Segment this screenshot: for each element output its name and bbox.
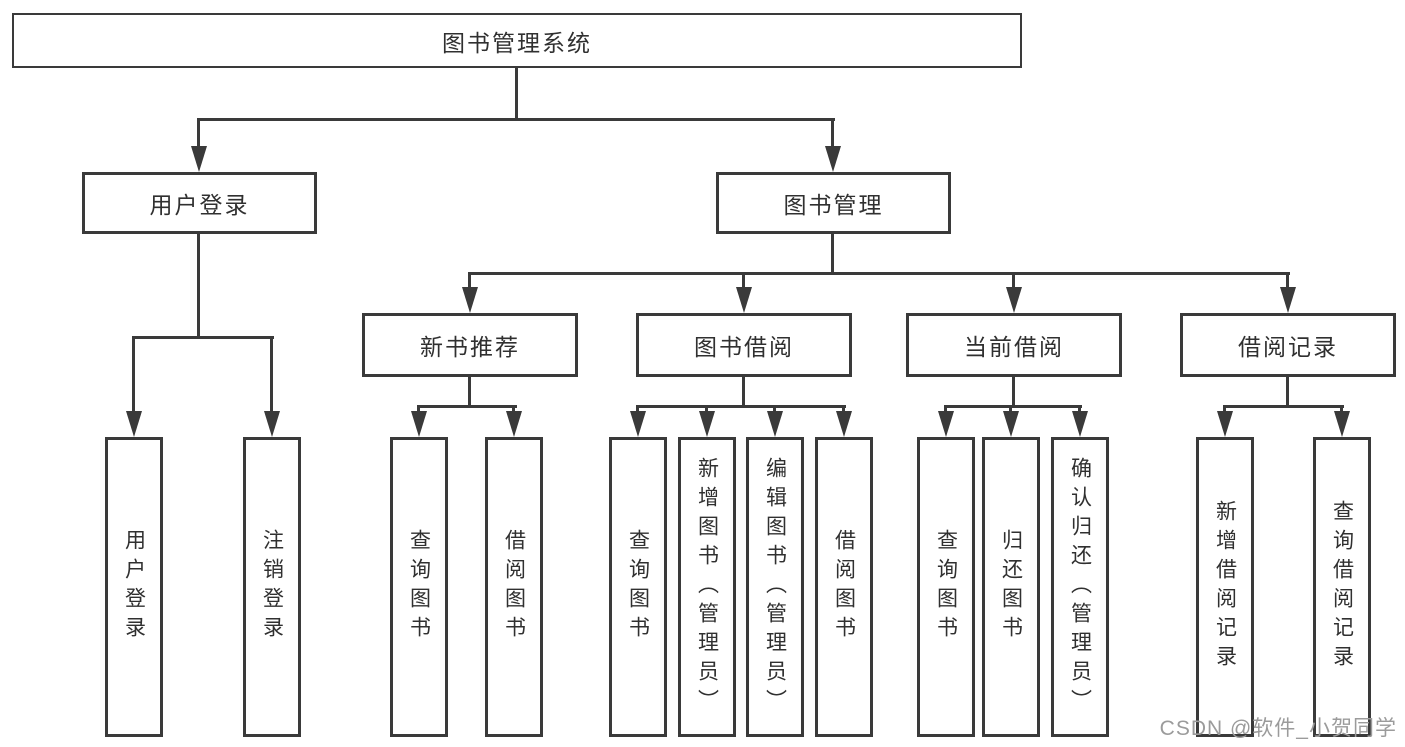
leaf-records-query-record: 查询借阅记录 <box>1313 437 1371 737</box>
node-root-label: 图书管理系统 <box>442 29 592 56</box>
connector-line <box>944 405 947 415</box>
connector-line <box>132 336 135 414</box>
arrow-down-icon <box>1072 411 1088 437</box>
leaf-recommend-query-books: 查询图书 <box>390 437 448 737</box>
node-book-management-label: 图书管理 <box>783 192 884 218</box>
arrow-down-icon <box>126 411 142 437</box>
arrow-down-icon <box>767 411 783 437</box>
arrow-down-icon <box>1217 411 1233 437</box>
node-current-borrow: 当前借阅 <box>906 313 1122 377</box>
node-new-book-recommend: 新书推荐 <box>362 313 578 377</box>
connector-line <box>842 405 845 415</box>
leaf-records-add-record-label: 新增借阅记录 <box>1213 500 1237 674</box>
arrow-down-icon <box>736 287 752 313</box>
arrow-down-icon <box>1006 287 1022 313</box>
node-user-login-label: 用户登录 <box>149 192 250 218</box>
leaf-logout: 注销登录 <box>243 437 301 737</box>
leaf-current-query-books-label: 查询图书 <box>934 529 958 645</box>
arrow-down-icon <box>1334 411 1350 437</box>
connector-line <box>742 272 745 290</box>
connector-line <box>636 405 846 408</box>
leaf-borrow-add-books-admin-label: 新增图书（管理员） <box>695 456 719 718</box>
connector-line <box>831 234 834 272</box>
node-root: 图书管理系统 <box>12 13 1022 68</box>
connector-line <box>468 377 471 405</box>
connector-line <box>1286 272 1289 290</box>
connector-line <box>1223 405 1344 408</box>
connector-line <box>1340 405 1343 415</box>
connector-line <box>468 272 1290 275</box>
arrow-down-icon <box>411 411 427 437</box>
leaf-current-confirm-return-admin-label: 确认归还（管理员） <box>1068 456 1092 718</box>
leaf-current-return-books-label: 归还图书 <box>999 529 1023 645</box>
leaf-records-add-record: 新增借阅记录 <box>1196 437 1254 737</box>
leaf-user-login: 用户登录 <box>105 437 163 737</box>
connector-line <box>468 272 471 290</box>
node-book-borrow: 图书借阅 <box>636 313 852 377</box>
leaf-borrow-lend-books-label: 借阅图书 <box>832 529 856 645</box>
watermark: CSDN @软件_小贺同学 <box>1159 717 1397 740</box>
leaf-borrow-lend-books: 借阅图书 <box>815 437 873 737</box>
leaf-borrow-edit-books-admin: 编辑图书（管理员） <box>746 437 804 737</box>
arrow-down-icon <box>825 146 841 172</box>
connector-line <box>1009 405 1012 415</box>
connector-line <box>197 234 200 336</box>
leaf-borrow-edit-books-admin-label: 编辑图书（管理员） <box>763 456 787 718</box>
arrow-down-icon <box>836 411 852 437</box>
node-current-borrow-label: 当前借阅 <box>964 334 1064 360</box>
leaf-recommend-borrow-books: 借阅图书 <box>485 437 543 737</box>
arrow-down-icon <box>506 411 522 437</box>
connector-line <box>270 336 273 414</box>
leaf-current-return-books: 归还图书 <box>982 437 1040 737</box>
node-book-borrow-label: 图书借阅 <box>694 334 794 360</box>
connector-line <box>773 405 776 415</box>
node-borrow-records-label: 借阅记录 <box>1238 334 1338 360</box>
connector-line <box>636 405 639 415</box>
node-user-login: 用户登录 <box>82 172 317 234</box>
leaf-recommend-borrow-books-label: 借阅图书 <box>502 529 526 645</box>
connector-line <box>417 405 517 408</box>
connector-line <box>1012 272 1015 290</box>
connector-line <box>831 118 834 148</box>
node-book-management: 图书管理 <box>716 172 951 234</box>
leaf-current-confirm-return-admin: 确认归还（管理员） <box>1051 437 1109 737</box>
leaf-recommend-query-books-label: 查询图书 <box>407 529 431 645</box>
connector-line <box>1012 377 1015 405</box>
connector-line <box>197 118 835 121</box>
connector-line <box>944 405 1082 408</box>
leaf-borrow-query-books: 查询图书 <box>609 437 667 737</box>
arrow-down-icon <box>699 411 715 437</box>
connector-line <box>742 377 745 405</box>
leaf-borrow-add-books-admin: 新增图书（管理员） <box>678 437 736 737</box>
leaf-current-query-books: 查询图书 <box>917 437 975 737</box>
arrow-down-icon <box>938 411 954 437</box>
connector-line <box>705 405 708 415</box>
node-new-book-recommend-label: 新书推荐 <box>420 334 520 360</box>
connector-line <box>197 118 200 148</box>
arrow-down-icon <box>630 411 646 437</box>
arrow-down-icon <box>462 287 478 313</box>
leaf-borrow-query-books-label: 查询图书 <box>626 529 650 645</box>
connector-line <box>417 405 420 415</box>
arrow-down-icon <box>191 146 207 172</box>
connector-line <box>132 336 274 339</box>
leaf-user-login-label: 用户登录 <box>122 529 146 645</box>
connector-line <box>515 68 518 118</box>
arrow-down-icon <box>1280 287 1296 313</box>
arrow-down-icon <box>264 411 280 437</box>
leaf-records-query-record-label: 查询借阅记录 <box>1330 500 1354 674</box>
connector-line <box>1078 405 1081 415</box>
node-borrow-records: 借阅记录 <box>1180 313 1396 377</box>
connector-line <box>1223 405 1226 415</box>
arrow-down-icon <box>1003 411 1019 437</box>
connector-line <box>1286 377 1289 405</box>
connector-line <box>512 405 515 415</box>
leaf-logout-label: 注销登录 <box>260 529 284 645</box>
